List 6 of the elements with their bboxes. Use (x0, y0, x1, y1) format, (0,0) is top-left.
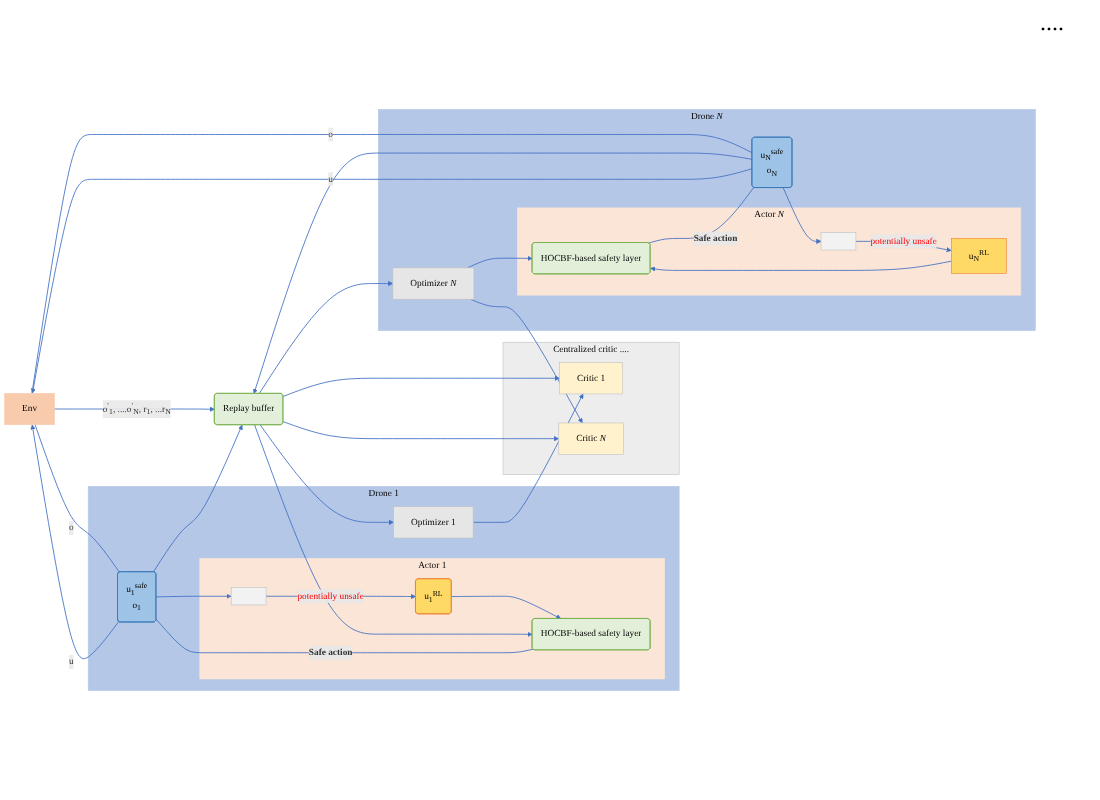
ellipsis-note: .... (1040, 8, 1066, 38)
node-box (820, 232, 857, 251)
connector (34, 424, 120, 573)
node-box (230, 587, 267, 606)
connector (155, 618, 534, 654)
connector (648, 187, 755, 244)
